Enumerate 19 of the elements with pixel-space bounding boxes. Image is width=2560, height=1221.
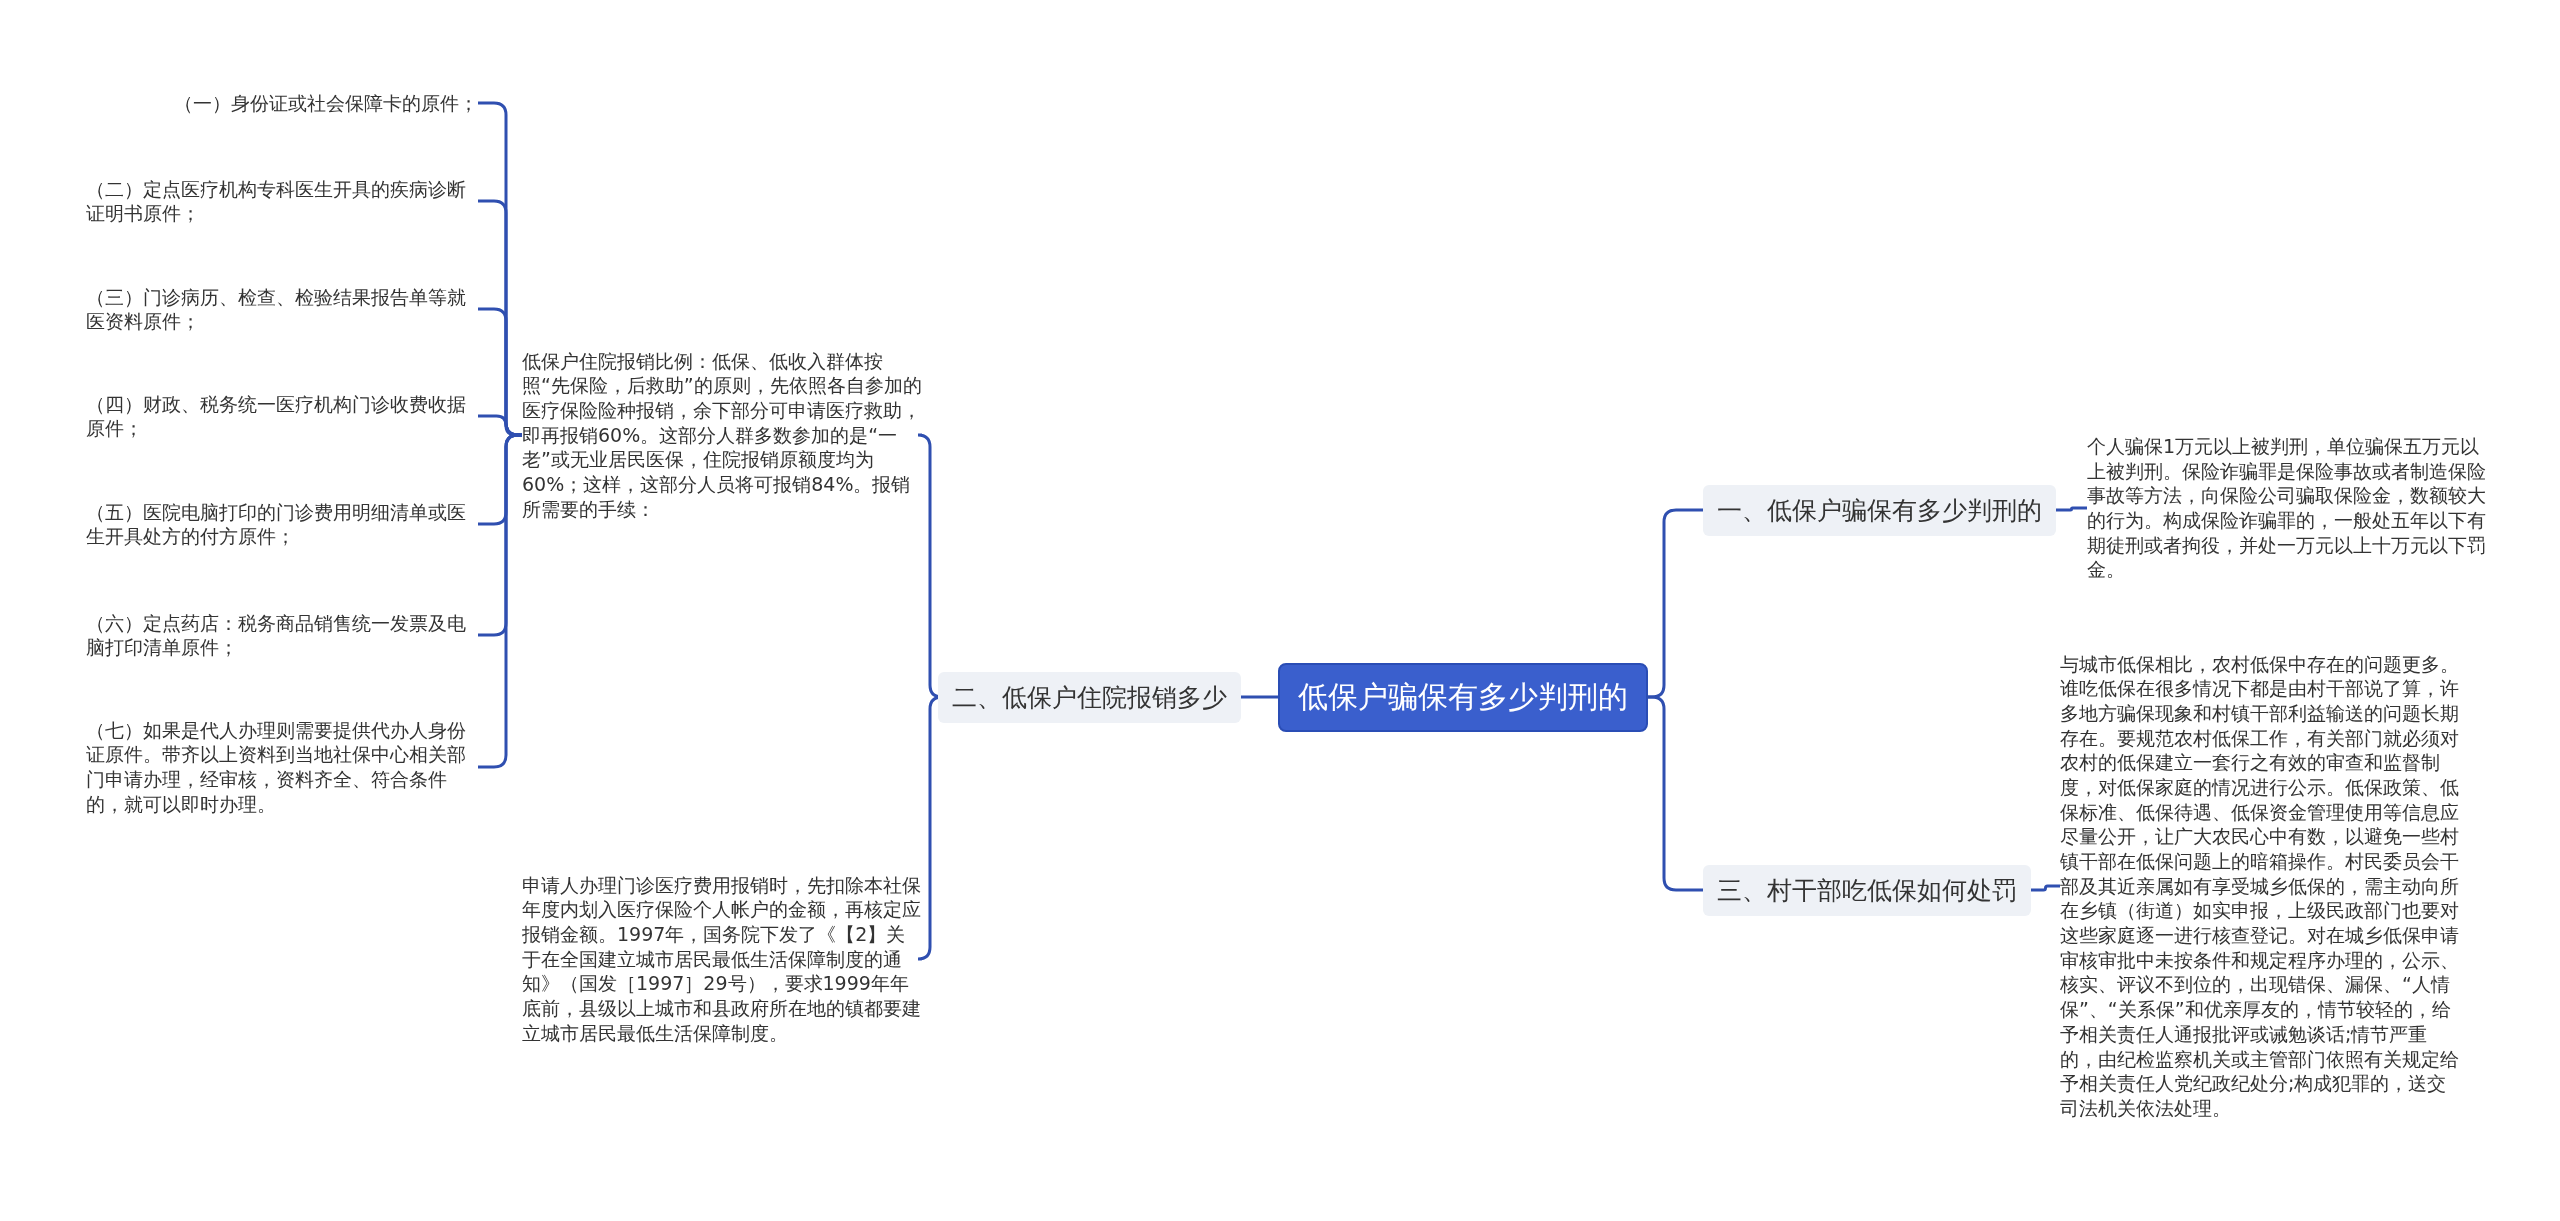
branch-topic-box: 三、村干部吃低保如何处罚: [1703, 864, 2031, 916]
branch-topic-box: 一、低保户骗保有多少判刑的: [1703, 484, 2056, 536]
connector-line: [1241, 695, 1278, 699]
topic-text: （四）财政、税务统一医疗机构门诊收费收据原件；: [86, 391, 478, 441]
topic-text: 与城市低保相比，农村低保中存在的问题更多。谁吃低保在很多情况下都是由村干部说了算，许多地方骗保现象和村镇干部利益输送的问题长期存在。要规范农村低保工作，有关部门就必须对农村的低保建立一套行之有效的审查和监督制度，对低保家庭的情况进行公示。低保政策、低保标准、低保待遇、低保资金管理使用等信息应尽量公开，让广大农民心中有数，以避免一些村镇干部在低保问题上的暗箱操作。村民委员会干部及其近亲属如有享受城乡低保的，需主动向所在乡镇（街道）如实申报，上级民政部门也要对这些家庭逐一进行核查登记。对在城乡低保申请审核审批中未按条件和规定程序办理的，公示、核实、评议不到位的，出现错保、漏保、“人情保”、“关系保”和优亲厚友的，情节较轻的，给予相关责任人通报批评或诫勉谈话;情节严重的，由纪检监察机关或主管部门依照有关规定给予相关责任人党纪政纪处分;构成犯罪的，送交司法机关依法处理。: [2060, 651, 2460, 1121]
topic-text: （六）定点药店：税务商品销售统一发票及电脑打印清单原件；: [86, 610, 478, 660]
topic-text: （三）门诊病历、检查、检验结果报告单等就医资料原件；: [86, 284, 478, 334]
topic-text: （五）医院电脑打印的门诊费用明细清单或医生开具处方的付方原件；: [86, 499, 478, 549]
topic-text: （二）定点医疗机构专科医生开具的疾病诊断证明书原件；: [86, 176, 478, 226]
topic-text: （一）身份证或社会保障卡的原件；: [174, 90, 478, 116]
topic-text: （七）如果是代人办理则需要提供代办人身份证原件。带齐以上资料到当地社保中心相关部门申请办理，经审核，资料齐全、符合条件的，就可以即时办理。: [86, 717, 478, 817]
topic-text: 申请人办理门诊医疗费用报销时，先扣除本社保年度内划入医疗保险个人帐户的金额，再核定应报销金额。1997年，国务院下发了《【2】关于在全国建立城市居民最低生活保障制度的通知》（国发［1997］29号），要求1999年年底前，县级以上城市和县政府所在地的镇都要建立城市居民最低生活保障制度。: [522, 872, 922, 1046]
connector-line: [1648, 695, 1703, 892]
topic-text: 低保户住院报销比例：低保、低收入群体按照“先保险，后救助”的原则，先依照各自参加的医疗保险险种报销，余下部分可申请医疗救助，即再报销60%。这部分人群多数参加的是“一老”或无业居民医保，住院报销原额度均为60%；这样，这部分人员将可报销84%。报销所需要的手续：: [522, 348, 922, 522]
connector-line: [2031, 884, 2060, 892]
connector-line: [2056, 506, 2087, 512]
root-topic-box: 低保户骗保有多少判刑的: [1278, 662, 1648, 732]
branch-topic-box: 二、低保户住院报销多少: [938, 671, 1241, 723]
topic-text: 个人骗保1万元以上被判刑，单位骗保五万元以上被判刑。保险诈骗罪是保险事故或者制造保险事故等方法，向保险公司骗取保险金，数额较大的行为。构成保险诈骗罪的，一般处五年以下有期徒刑或者拘役，并处一万元以上十万元以下罚金。: [2087, 434, 2487, 583]
